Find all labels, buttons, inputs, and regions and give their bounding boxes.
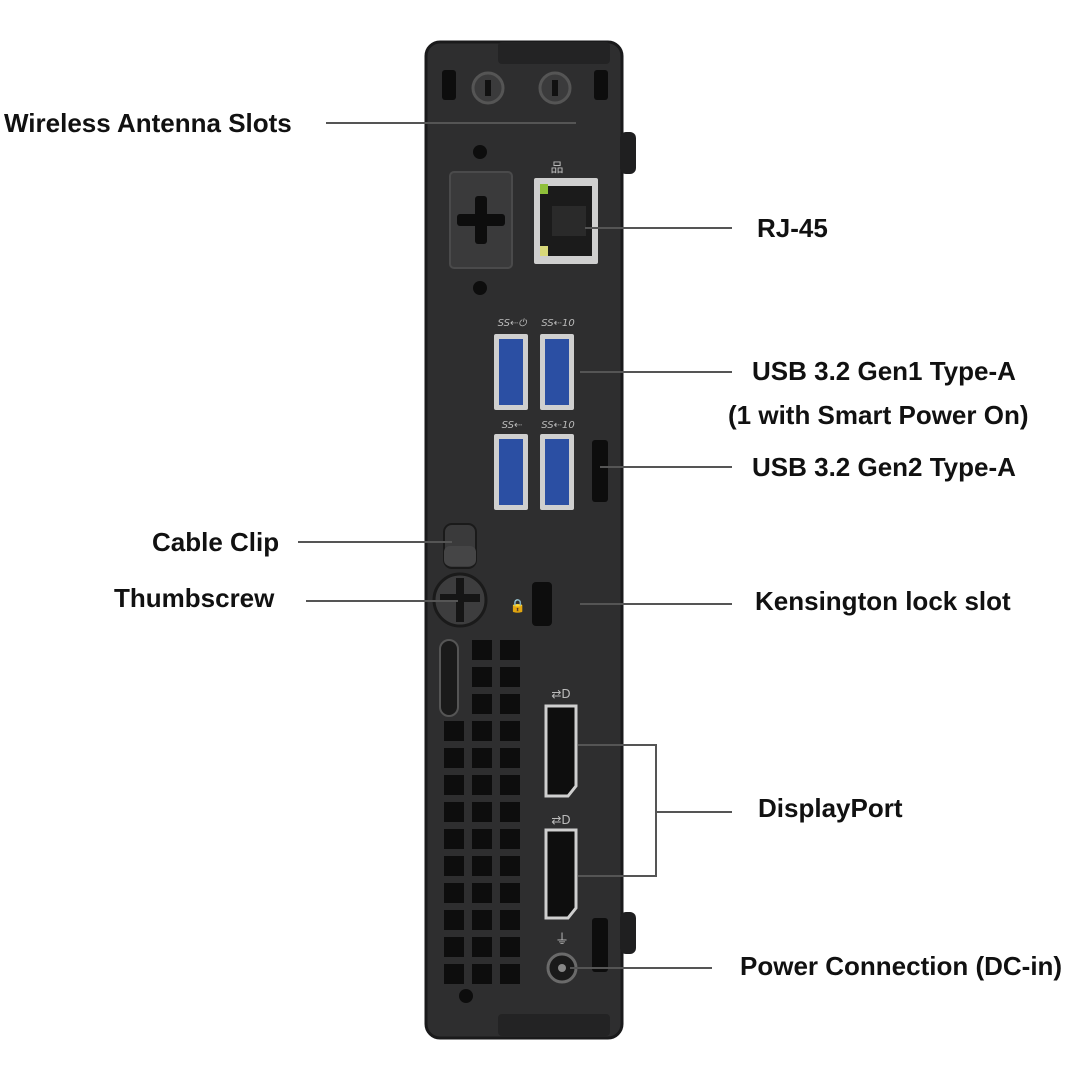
vent-hole	[500, 856, 520, 876]
side-latch	[439, 639, 459, 717]
label-kensington-lock-slot: Kensington lock slot	[755, 586, 1011, 616]
vent-hole	[444, 937, 464, 957]
vent-hole	[472, 721, 492, 741]
lower-slot	[592, 918, 608, 972]
label-usb-gen1-line2: (1 with Smart Power On)	[728, 400, 1029, 430]
vent-hole	[472, 910, 492, 930]
vent-hole	[472, 829, 492, 849]
vent-hole	[500, 802, 520, 822]
vent-hole	[500, 937, 520, 957]
vent-hole	[444, 748, 464, 768]
top-vent-slots	[442, 70, 608, 100]
vent-hole	[472, 775, 492, 795]
vent-hole	[444, 883, 464, 903]
vent-hole	[444, 856, 464, 876]
vent-hole	[500, 775, 520, 795]
vent-hole	[472, 856, 492, 876]
label-wireless-antenna-slots: Wireless Antenna Slots	[4, 108, 292, 138]
vent-hole	[472, 964, 492, 984]
option-plate	[449, 145, 513, 295]
vent-hole	[472, 748, 492, 768]
usb-bottom-right-icon: SS⇠10	[541, 420, 574, 431]
cable-clip	[443, 523, 477, 569]
vent-hole	[500, 721, 520, 741]
vent-hole	[472, 883, 492, 903]
svg-text:🔒: 🔒	[510, 599, 526, 614]
svg-text:⇄D: ⇄D	[551, 687, 570, 701]
label-power-connection: Power Connection (DC-in)	[740, 951, 1063, 981]
power-dc-in-port: ⏚	[459, 932, 578, 1003]
wireless-antenna-slots	[471, 71, 572, 105]
vent-hole	[444, 721, 464, 741]
usb-top-left-icon: SS⇠⏻	[498, 318, 528, 329]
vent-hole	[500, 640, 520, 660]
leader-lines	[298, 122, 732, 969]
leader-displayport-bracket	[578, 744, 657, 877]
vent-hole	[500, 667, 520, 687]
label-rj45: RJ-45	[757, 213, 828, 243]
svg-text:⏚: ⏚	[555, 932, 569, 948]
vent-hole	[500, 748, 520, 768]
vent-hole	[472, 640, 492, 660]
vent-hole	[472, 694, 492, 714]
displayport-ports: ⇄D ⇄D	[544, 687, 578, 920]
vent-hole	[472, 802, 492, 822]
vent-hole	[500, 964, 520, 984]
kensington-lock-slot: 🔒	[510, 582, 552, 626]
label-cable-clip: Cable Clip	[152, 527, 280, 557]
label-usb-gen1-line1: USB 3.2 Gen1 Type-A	[752, 356, 1016, 386]
label-displayport: DisplayPort	[758, 793, 903, 823]
vent-hole	[472, 667, 492, 687]
vent-hole	[500, 910, 520, 930]
vent-grid	[444, 640, 520, 984]
label-thumbscrew: Thumbscrew	[114, 583, 275, 613]
vent-hole	[500, 883, 520, 903]
vent-hole	[444, 802, 464, 822]
vent-hole	[444, 775, 464, 795]
usb-ports: SS⇠⏻ SS⇠10 SS⇠ SS⇠10	[494, 318, 608, 510]
vent-hole	[444, 964, 464, 984]
usb-bottom-left-icon: SS⇠	[502, 420, 523, 431]
thumbscrew	[432, 572, 488, 628]
vent-hole	[472, 937, 492, 957]
vent-hole	[500, 694, 520, 714]
vent-hole	[444, 829, 464, 849]
vent-hole	[500, 829, 520, 849]
svg-text:⇄D: ⇄D	[551, 813, 570, 827]
svg-text:品: 品	[550, 161, 563, 176]
rj45-port: 品	[534, 161, 598, 264]
label-usb-gen2: USB 3.2 Gen2 Type-A	[752, 452, 1016, 482]
usb-top-right-icon: SS⇠10	[541, 318, 574, 329]
vent-hole	[444, 910, 464, 930]
